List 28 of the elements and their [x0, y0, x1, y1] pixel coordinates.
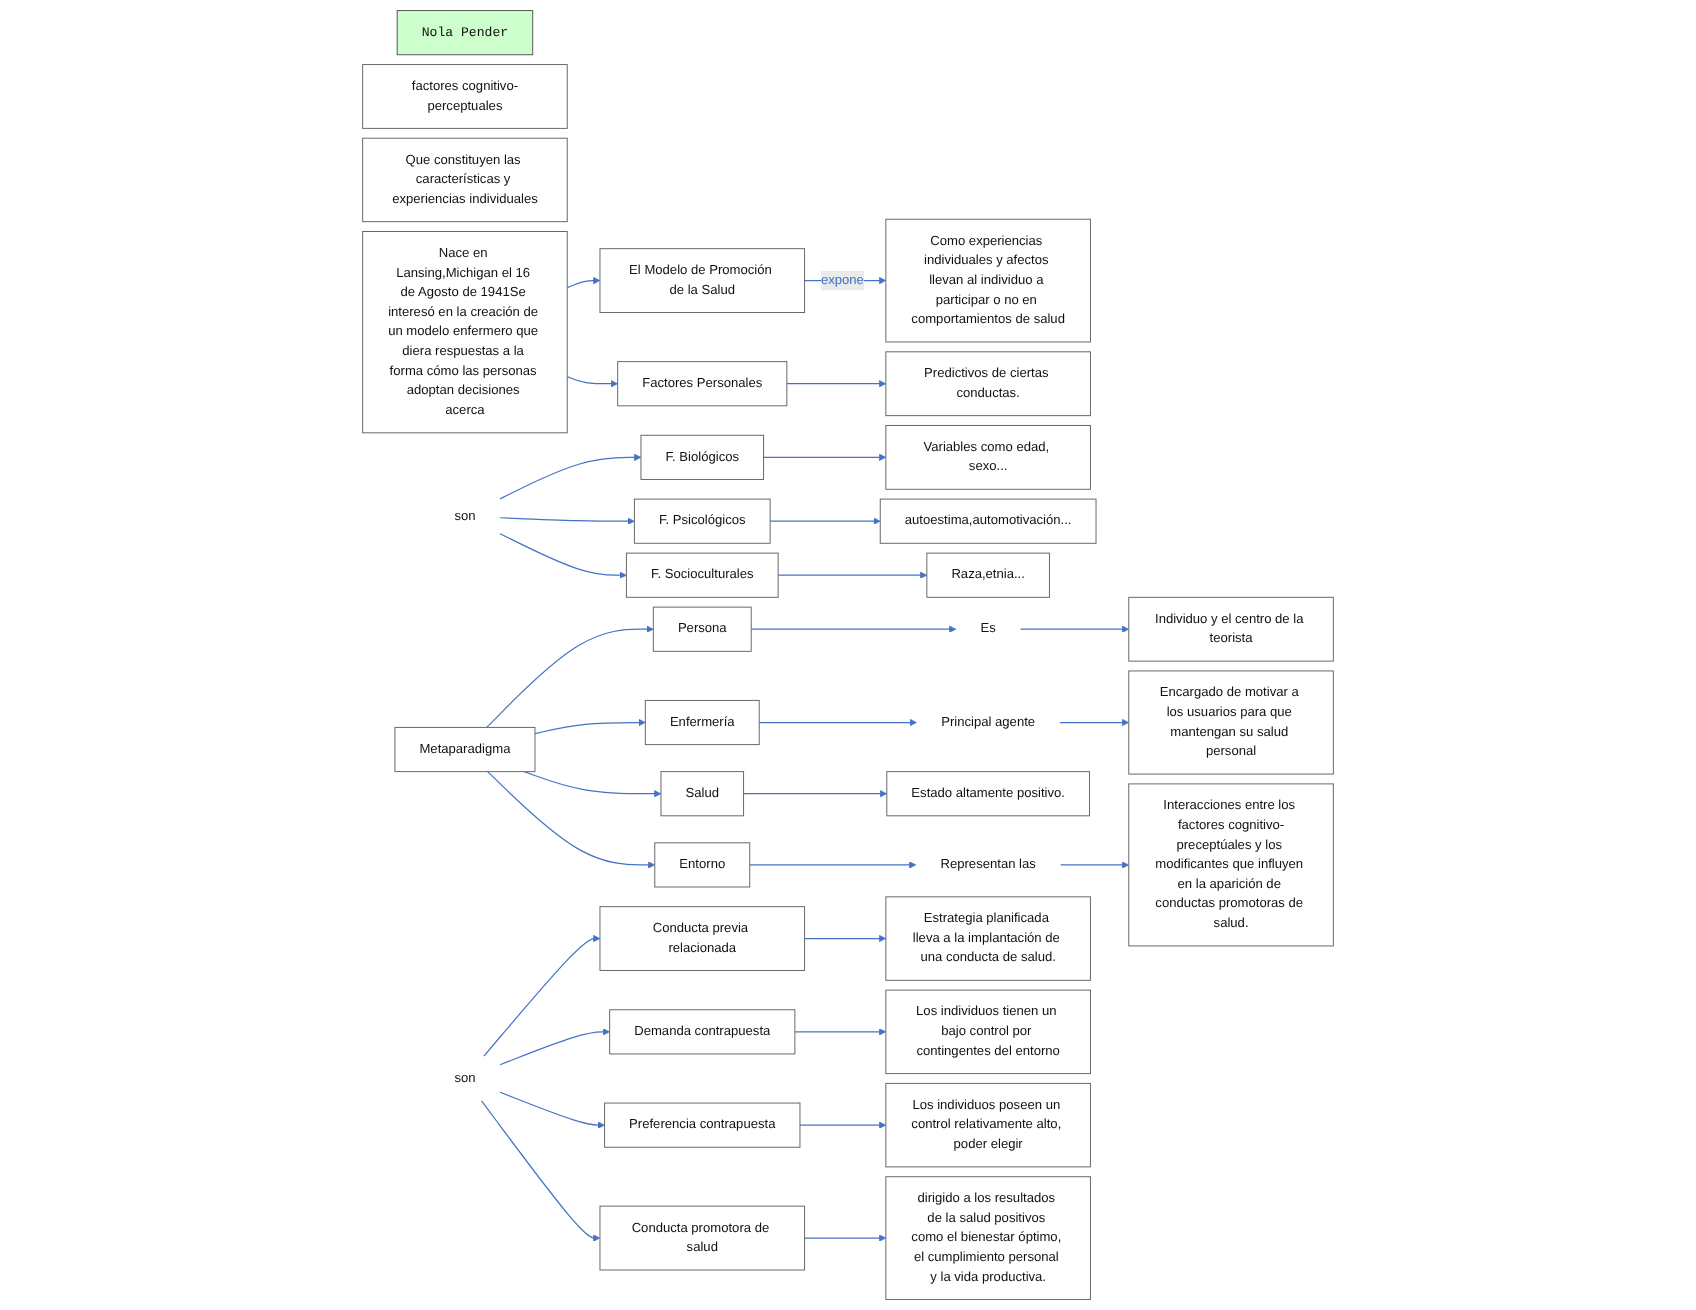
arrow — [483, 934, 601, 1057]
arrow — [803, 934, 887, 943]
arrow — [742, 790, 888, 798]
arrow — [534, 718, 646, 735]
arrow — [566, 277, 601, 289]
arrow — [777, 571, 928, 579]
arrow — [1019, 625, 1130, 633]
arrow — [499, 533, 627, 579]
arrow — [499, 1091, 605, 1129]
arrow — [499, 453, 642, 500]
arrow — [758, 718, 917, 727]
arrow — [499, 1028, 610, 1066]
arrow — [799, 1121, 887, 1129]
arrow — [487, 771, 656, 869]
arrow — [566, 376, 618, 388]
arrow — [786, 380, 887, 388]
arrow — [480, 1099, 601, 1242]
arrow — [1059, 861, 1130, 869]
arrow — [1059, 718, 1130, 727]
arrow — [750, 625, 957, 633]
arrow — [794, 1028, 887, 1036]
arrow — [749, 861, 917, 869]
arrow — [486, 625, 654, 729]
arrow — [499, 517, 635, 525]
arrow — [803, 1234, 887, 1242]
arrow — [762, 453, 887, 461]
arrow — [769, 517, 881, 525]
arrow — [523, 771, 662, 798]
